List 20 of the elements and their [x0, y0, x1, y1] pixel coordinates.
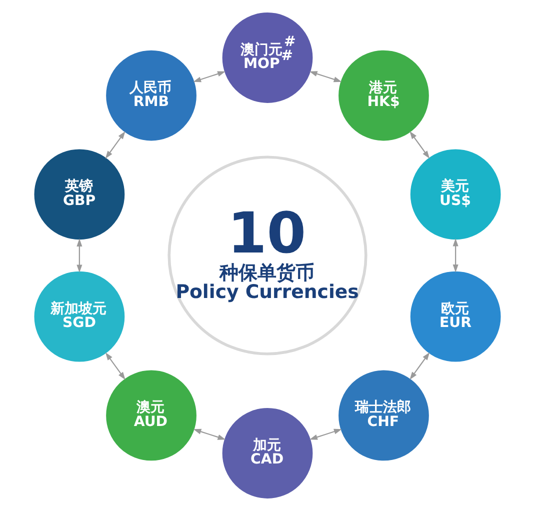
node-circle: 英镑 GBP	[32, 148, 126, 241]
node-circle: 加元 CAD	[220, 407, 314, 500]
arrow	[409, 131, 430, 159]
arrow	[452, 238, 458, 272]
arrow	[192, 428, 226, 440]
arrow	[409, 352, 430, 380]
node-circle: 欧元 EUR	[408, 270, 502, 363]
node-circle: 10 种保单货币 Policy Currencies	[167, 156, 367, 356]
arrow	[308, 428, 342, 440]
node-circle: 美元 US$	[408, 148, 502, 241]
arrow	[192, 71, 225, 82]
node-circle: 新加坡元 SGD	[32, 270, 126, 363]
arrow	[104, 352, 125, 380]
node-circle: 人民币 RMB	[104, 49, 197, 142]
node-circle: 澳元 AUD	[104, 369, 197, 462]
node-circle: 港元 HK$	[337, 49, 430, 142]
arrow	[76, 238, 82, 273]
node-circle: 瑞士法郎 CHF	[337, 369, 430, 462]
arrow	[308, 71, 342, 82]
arrow	[104, 131, 125, 159]
